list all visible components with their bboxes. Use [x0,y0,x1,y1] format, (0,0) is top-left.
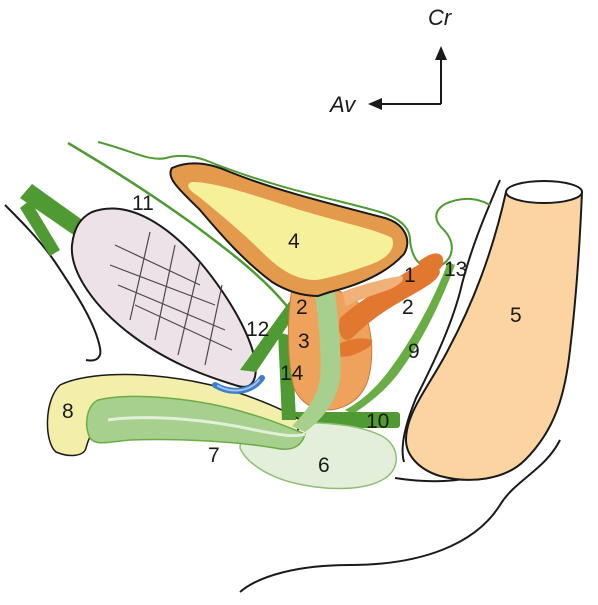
label-14: 14 [280,362,304,385]
label-4: 4 [288,230,300,253]
label-11: 11 [132,192,154,215]
label-6: 6 [318,454,330,477]
orientation-indicator: Cr Av [328,5,453,117]
arrow-up-icon [435,46,447,60]
corpus-spongiosum-7 [87,396,305,449]
label-1: 1 [404,264,416,287]
label-5: 5 [510,304,522,327]
label-10: 10 [366,410,389,433]
label-9: 9 [408,340,420,363]
label-3: 3 [298,330,310,353]
label-12: 12 [246,318,269,341]
label-13: 13 [444,258,467,281]
rectum-5 [406,183,582,480]
label-2-vesicle: 2 [402,296,414,319]
label-7: 7 [208,444,220,467]
cranial-label: Cr [428,5,453,30]
label-2-neck: 2 [296,296,308,319]
arrow-left-icon [368,98,382,110]
label-8: 8 [62,400,74,423]
anterior-label: Av [328,92,357,117]
rectum-top-opening [506,181,582,203]
